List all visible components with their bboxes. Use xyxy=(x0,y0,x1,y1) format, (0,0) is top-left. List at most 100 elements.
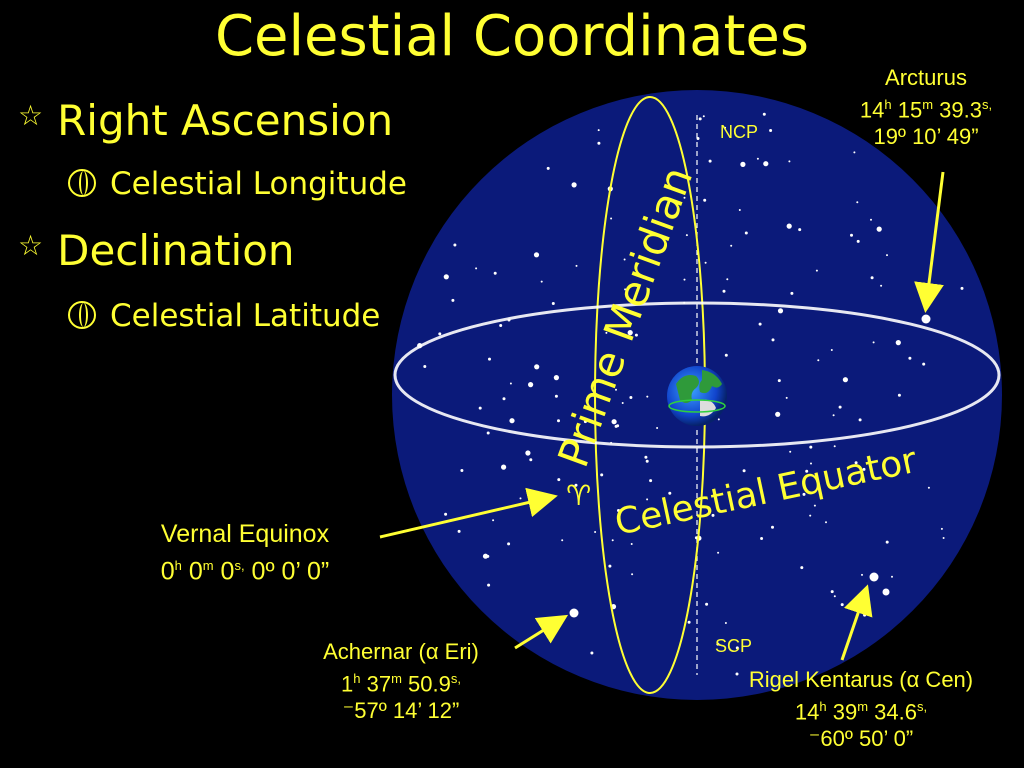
arcturus-ra: 14h 15m 39.3s, xyxy=(859,97,993,123)
background-star xyxy=(927,486,930,489)
page-title: Celestial Coordinates xyxy=(214,4,810,69)
background-star xyxy=(960,286,964,290)
background-star xyxy=(557,419,560,423)
background-star xyxy=(716,642,720,646)
background-star xyxy=(802,492,806,496)
background-star xyxy=(809,514,812,517)
background-star xyxy=(444,512,448,516)
background-star xyxy=(554,394,558,398)
background-star xyxy=(856,201,859,204)
background-star xyxy=(590,651,594,655)
background-star xyxy=(583,420,587,424)
background-star xyxy=(597,129,600,132)
background-star xyxy=(724,353,728,357)
background-star xyxy=(611,539,614,542)
achernar-name: Achernar (α Eri) xyxy=(323,639,479,664)
background-star xyxy=(771,338,775,342)
background-star xyxy=(735,646,739,650)
background-star xyxy=(627,330,633,336)
background-star xyxy=(788,160,791,163)
background-star xyxy=(621,402,624,404)
background-star xyxy=(817,359,820,362)
background-star xyxy=(528,382,534,388)
background-star xyxy=(830,349,833,351)
background-star xyxy=(756,157,759,160)
background-star xyxy=(597,141,601,145)
background-star xyxy=(617,509,620,512)
background-star xyxy=(624,288,627,291)
background-star xyxy=(810,462,812,465)
background-star xyxy=(705,602,709,606)
background-star xyxy=(634,333,638,337)
background-star xyxy=(775,411,781,417)
background-star xyxy=(815,269,818,272)
background-star xyxy=(786,223,792,229)
background-star xyxy=(629,396,633,399)
bullet-label: Declination xyxy=(57,226,295,275)
vernal-equinox-label: Vernal Equinox 0h 0m 0s, 0º 0’ 0” xyxy=(110,519,380,587)
background-star xyxy=(561,539,564,542)
background-star xyxy=(854,461,858,465)
globe-icon xyxy=(68,301,96,329)
bullet-right-ascension: ☆Right Ascension xyxy=(18,96,393,145)
background-star xyxy=(645,459,649,463)
background-star xyxy=(870,276,874,280)
rigel-kentarus-dec: ⁻60º 50’ 0” xyxy=(808,726,914,752)
background-star xyxy=(908,356,912,360)
arcturus-star xyxy=(921,314,931,324)
background-star xyxy=(685,234,688,237)
background-star xyxy=(646,498,649,501)
rigel-kentarus-name: Rigel Kentarus (α Cen) xyxy=(748,667,974,692)
pointer-arrows xyxy=(379,171,945,661)
background-star xyxy=(493,271,497,275)
background-star xyxy=(838,405,842,409)
background-star xyxy=(760,537,764,540)
background-star xyxy=(475,267,478,270)
background-star xyxy=(646,395,649,398)
background-star xyxy=(702,115,705,118)
background-star xyxy=(850,233,853,237)
globe-icon xyxy=(68,169,96,197)
background-star xyxy=(830,590,834,594)
background-star xyxy=(856,239,860,243)
background-star xyxy=(800,566,804,570)
achernar-arrow xyxy=(514,614,569,650)
background-star xyxy=(886,254,888,257)
background-star xyxy=(805,469,809,473)
background-star xyxy=(533,252,540,258)
background-star xyxy=(571,182,577,188)
background-star xyxy=(683,278,686,281)
background-star xyxy=(942,537,945,539)
vernal-equinox-coords: 0h 0m 0s, 0º 0’ 0” xyxy=(160,557,330,586)
background-star xyxy=(687,620,691,624)
background-star xyxy=(744,231,748,235)
background-star xyxy=(858,418,862,422)
rigel-kentarus-ra: 14h 39m 34.6s, xyxy=(794,699,928,725)
background-star xyxy=(735,672,739,676)
background-star xyxy=(813,504,816,507)
background-star xyxy=(833,445,836,448)
highlighted-stars xyxy=(569,314,931,618)
background-star xyxy=(615,388,617,391)
background-star xyxy=(443,274,449,280)
background-star xyxy=(575,264,578,267)
bullet-label: Right Ascension xyxy=(57,96,394,145)
background-star xyxy=(509,418,515,424)
celestial-equator-line xyxy=(393,301,1001,449)
background-star xyxy=(487,583,491,587)
ncp-label: NCP xyxy=(720,122,758,142)
sub-bullet-label: Celestial Longitude xyxy=(110,166,407,202)
background-star xyxy=(842,377,849,383)
background-star xyxy=(557,478,561,482)
background-star xyxy=(478,406,482,410)
background-star xyxy=(853,151,856,154)
background-star xyxy=(895,340,901,346)
rigel-arrow xyxy=(840,584,873,661)
background-star xyxy=(870,218,872,221)
background-star xyxy=(789,450,792,453)
achernar-ra: 1h 37m 50.9s, xyxy=(341,671,461,697)
background-star xyxy=(683,196,686,199)
background-star xyxy=(798,228,802,232)
achernar-star xyxy=(569,608,579,618)
